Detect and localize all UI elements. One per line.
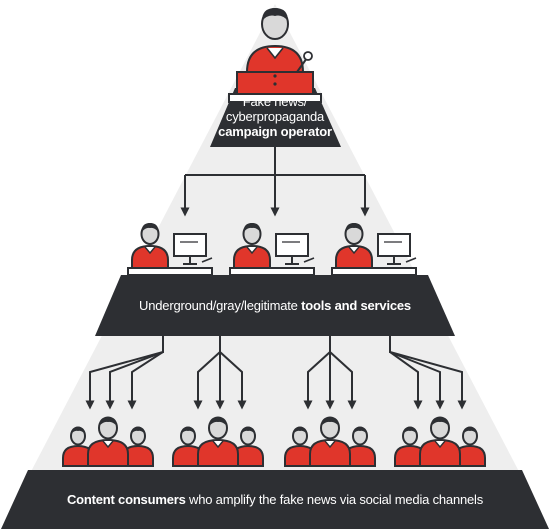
tools-label-normal: Underground/gray/legitimate	[139, 298, 302, 313]
consumers-band	[1, 470, 549, 529]
consumers-label-bold: Content consumers	[66, 492, 186, 507]
consumers-label: Content consumers who amplify the fake n…	[10, 492, 540, 507]
operator-label-line2: cyberpropaganda	[225, 109, 325, 124]
tools-label: Underground/gray/legitimate tools and se…	[95, 298, 455, 313]
tools-band	[95, 275, 455, 336]
operator-label-line1: Fake news/	[242, 94, 308, 109]
operator-arrows	[180, 147, 370, 217]
tools-arrows	[85, 336, 467, 410]
operator-label: Fake news/ cyberpropaganda campaign oper…	[200, 94, 350, 139]
pyramid-background	[1, 4, 549, 529]
consumers-label-normal: who amplify the fake news via social med…	[185, 492, 484, 507]
operator-label-line3: campaign operator	[218, 124, 332, 139]
campaign-operator-figure	[228, 7, 322, 103]
tools-label-bold: tools and services	[301, 298, 411, 313]
